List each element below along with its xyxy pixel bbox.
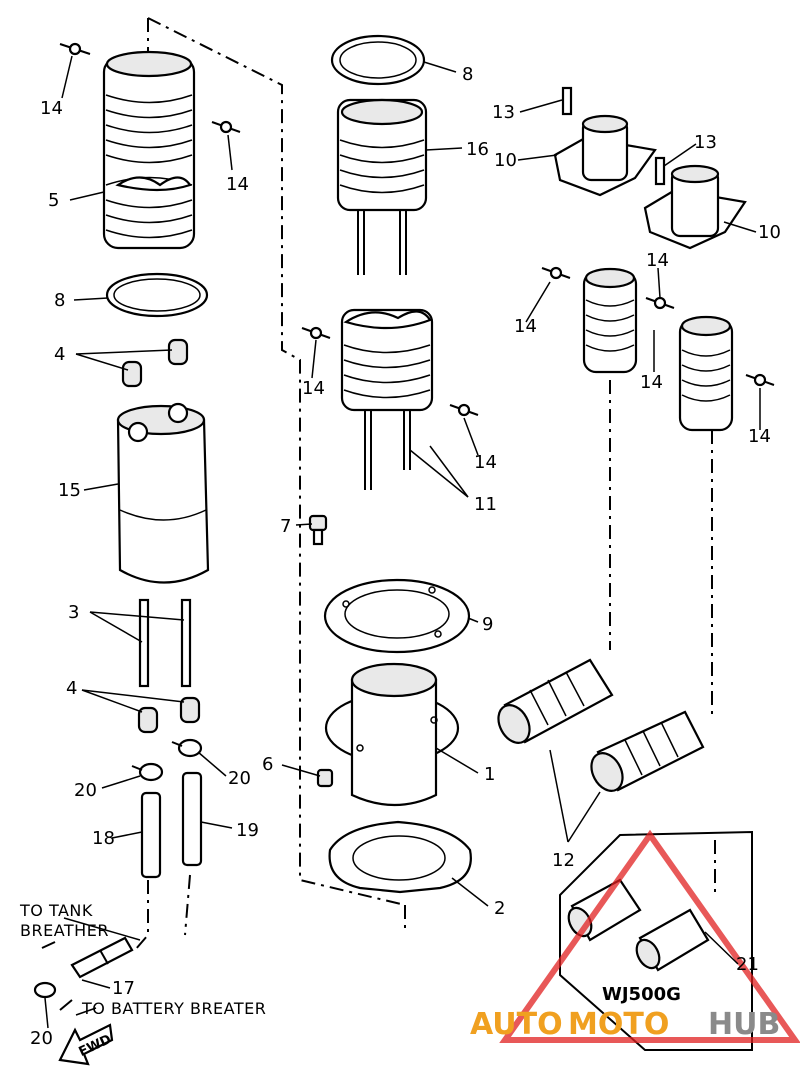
circlip-part-8-top xyxy=(330,34,426,86)
callout-12: 12 xyxy=(552,850,575,871)
callout-5: 5 xyxy=(48,190,59,211)
callout-3: 3 xyxy=(68,602,79,623)
callout-4: 4 xyxy=(54,344,65,365)
hose-clamp-icon xyxy=(59,42,241,134)
callout-10: 10 xyxy=(758,222,781,243)
watermark-hub: HUB xyxy=(708,1007,780,1042)
bellows-right-b xyxy=(678,315,734,432)
watermark-auto: AUTO xyxy=(470,1007,563,1042)
callout-15: 15 xyxy=(58,480,81,501)
automotohub-watermark: AUTO MOTO HUB xyxy=(470,829,800,1043)
joint-part-17 xyxy=(33,936,134,1011)
callout-20: 20 xyxy=(30,1028,53,1049)
flange-part-10-b xyxy=(643,164,747,250)
bellows-part-11 xyxy=(340,308,434,490)
bellows-right-a xyxy=(582,267,638,374)
leader-lines xyxy=(44,55,761,1029)
callout-14: 14 xyxy=(226,174,249,195)
hose-part-18-19 xyxy=(140,771,203,879)
callout-14: 14 xyxy=(748,426,771,447)
hose-clamp-part-20 xyxy=(131,738,203,782)
to-tank-line2: BREATHER xyxy=(20,921,109,940)
circlip-part-8-left xyxy=(105,272,209,318)
hose-clamp-icon-middle xyxy=(301,326,479,417)
callout-14: 14 xyxy=(40,98,63,119)
watermark-moto: MOTO xyxy=(568,1007,669,1042)
callout-8: 8 xyxy=(54,290,65,311)
callout-13: 13 xyxy=(694,132,717,153)
callout-14: 14 xyxy=(514,316,537,337)
callout-14: 14 xyxy=(640,372,663,393)
to-battery-note: TO BATTERY BREATER xyxy=(81,999,266,1018)
damper-part-4-lower xyxy=(137,696,201,734)
pipe-part-3 xyxy=(138,598,192,688)
callout-18: 18 xyxy=(92,828,115,849)
screw-part-7 xyxy=(308,514,328,546)
callout-11: 11 xyxy=(474,494,497,515)
bellows-part-16 xyxy=(336,98,428,275)
fitting-part-6 xyxy=(316,768,334,788)
hose-part-12-a xyxy=(497,658,614,744)
callout-13: 13 xyxy=(492,102,515,123)
callout-20: 20 xyxy=(228,768,251,789)
callout-2: 2 xyxy=(494,898,505,919)
callout-10: 10 xyxy=(494,150,517,171)
callout-14: 14 xyxy=(474,452,497,473)
to-tank-line1: TO TANK xyxy=(19,901,93,920)
callout-19: 19 xyxy=(236,820,259,841)
gasket-part-2 xyxy=(328,820,472,894)
fwd-arrow-icon: FWD xyxy=(58,1023,114,1066)
callout-8: 8 xyxy=(462,64,473,85)
muffler-body-part-15 xyxy=(116,402,210,584)
flange-part-10-a xyxy=(553,114,657,197)
callout-14: 14 xyxy=(302,378,325,399)
hose-part-12-b xyxy=(590,710,705,792)
gasket-part-9 xyxy=(323,578,471,654)
callout-numbers: 14 14 5 8 4 15 3 4 20 20 18 19 17 20 8 1… xyxy=(30,64,781,1049)
hose-clamp-icon-right xyxy=(541,266,775,387)
callout-16: 16 xyxy=(466,139,489,160)
model-label: WJ500G xyxy=(602,984,681,1005)
callout-21: 21 xyxy=(736,954,759,975)
callout-9: 9 xyxy=(482,614,493,635)
callout-6: 6 xyxy=(262,754,273,775)
callout-17: 17 xyxy=(112,978,135,999)
damper-part-4-upper xyxy=(121,338,189,388)
callout-4: 4 xyxy=(66,678,77,699)
callout-20: 20 xyxy=(74,780,97,801)
bolt-part-13 xyxy=(561,86,666,186)
leader-12 xyxy=(549,749,601,843)
callout-1: 1 xyxy=(484,764,495,785)
housing-part-1 xyxy=(324,662,460,807)
routing-notes: TO TANK BREATHER TO BATTERY BREATER xyxy=(19,901,266,1018)
bellows-part-5 xyxy=(102,50,196,250)
callout-14: 14 xyxy=(646,250,669,271)
callout-7: 7 xyxy=(280,516,291,537)
